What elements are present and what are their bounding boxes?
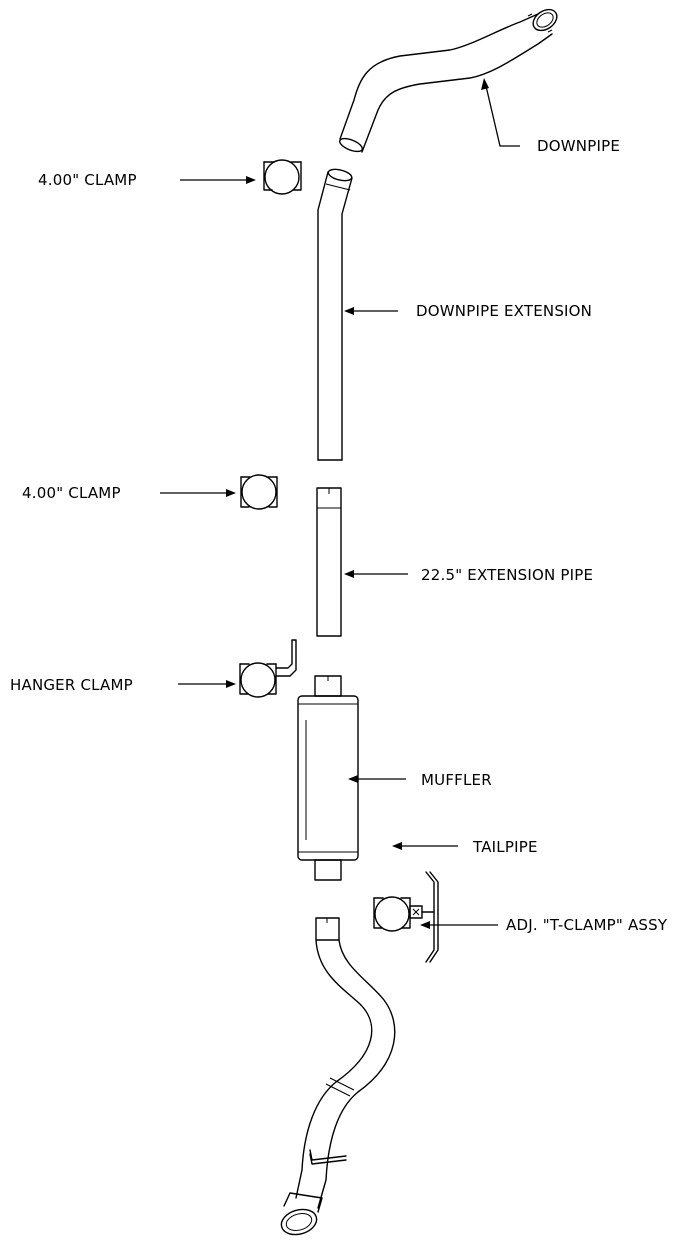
clamp-top-part bbox=[263, 159, 302, 195]
clamp-mid-leader bbox=[160, 489, 236, 497]
downpipe-extension-part bbox=[317, 168, 353, 461]
extension-pipe-leader bbox=[344, 570, 408, 578]
muffler-leader bbox=[348, 775, 406, 783]
t-clamp-part bbox=[373, 871, 439, 963]
muffler-label: MUFFLER bbox=[421, 771, 492, 789]
t-clamp-label: ADJ. "T-CLAMP" ASSY bbox=[506, 916, 668, 934]
downpipe-leader bbox=[481, 78, 520, 147]
tailpipe-part bbox=[280, 917, 396, 1236]
downpipe-extension-leader bbox=[344, 307, 398, 315]
hanger-clamp-part bbox=[239, 639, 297, 698]
clamp-mid-label: 4.00" CLAMP bbox=[22, 484, 121, 502]
t-clamp-leader bbox=[420, 921, 498, 929]
muffler-part bbox=[297, 675, 359, 881]
downpipe-part bbox=[339, 8, 558, 153]
clamp-top-leader bbox=[180, 176, 256, 184]
downpipe-extension-label: DOWNPIPE EXTENSION bbox=[416, 302, 592, 320]
clamp-top-label: 4.00" CLAMP bbox=[38, 171, 137, 189]
downpipe-label: DOWNPIPE bbox=[537, 137, 620, 155]
hanger-clamp-label: HANGER CLAMP bbox=[10, 676, 133, 694]
tailpipe-leader bbox=[392, 842, 458, 850]
hanger-clamp-leader bbox=[178, 680, 236, 688]
extension-pipe-part bbox=[316, 487, 342, 637]
clamp-mid-part bbox=[240, 474, 278, 510]
extension-pipe-label: 22.5" EXTENSION PIPE bbox=[421, 566, 593, 584]
tailpipe-label: TAILPIPE bbox=[472, 838, 538, 856]
